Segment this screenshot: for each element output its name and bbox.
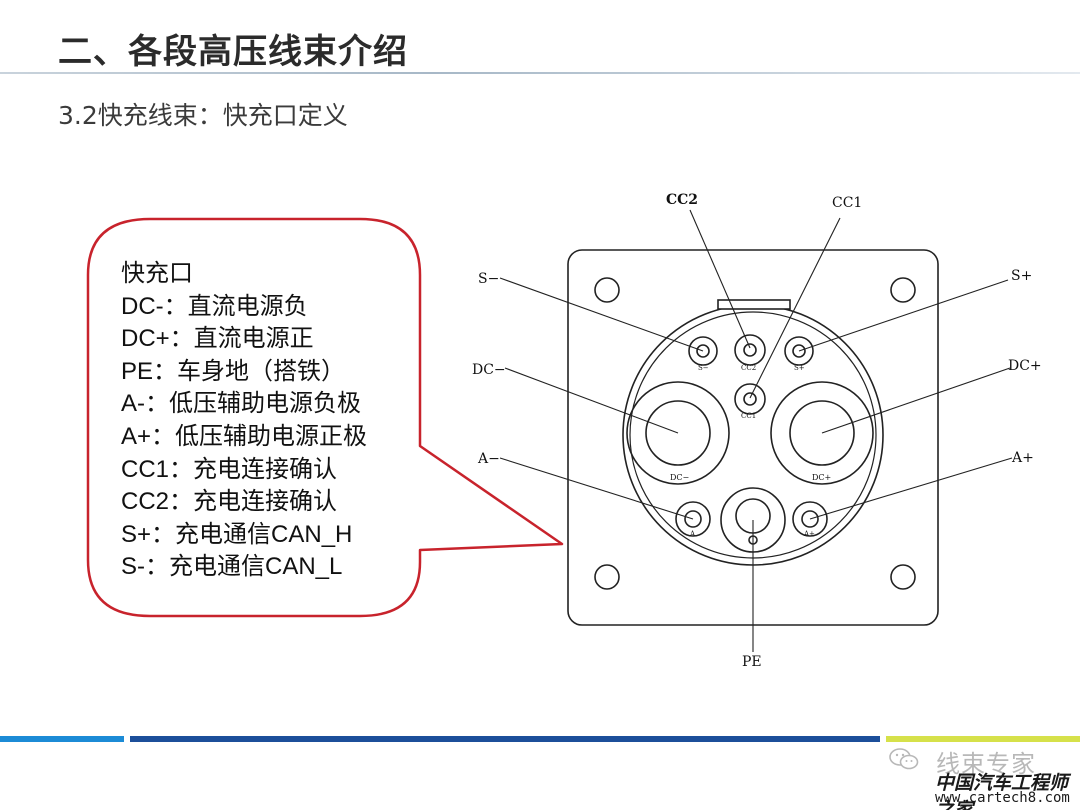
pin-mark-dc-plus: DC+ bbox=[812, 473, 831, 482]
mount-hole-top-right bbox=[890, 277, 916, 303]
watermark-account-name: 线束专家 bbox=[936, 750, 1036, 778]
pin-a-plus bbox=[792, 501, 828, 537]
pin-dc-minus bbox=[626, 381, 730, 485]
pin-cc1 bbox=[734, 383, 766, 415]
fast-charge-port-diagram: CC2 CC1 S− S+ DC− DC+ A− A+ PE S− CC2 S+… bbox=[472, 192, 1042, 670]
page-subtitle: 3.2快充线束：快充口定义 bbox=[58, 101, 348, 130]
legend-item-dc-plus: DC+：直流电源正 bbox=[121, 325, 314, 353]
watermark-url: www.cartech8.com bbox=[935, 790, 1070, 806]
pin-a-minus bbox=[675, 501, 711, 537]
callout-label-s-minus: S− bbox=[478, 271, 499, 287]
wechat-icon bbox=[889, 748, 919, 770]
legend-item-dc-minus: DC-：直流电源负 bbox=[121, 292, 308, 320]
legend-item-a-plus: A+：低压辅助电源正极 bbox=[121, 422, 368, 450]
mount-hole-bottom-right bbox=[890, 564, 916, 590]
callout-label-dc-plus: DC+ bbox=[1008, 358, 1042, 374]
callout-label-cc1: CC1 bbox=[832, 195, 862, 211]
latch-notch bbox=[717, 299, 791, 310]
pin-mark-cc2: CC2 bbox=[741, 364, 756, 372]
pin-cc2 bbox=[734, 334, 766, 366]
pin-s-minus bbox=[688, 336, 718, 366]
pin-mark-cc1: CC1 bbox=[741, 412, 756, 420]
mount-hole-top-left bbox=[594, 277, 620, 303]
legend-item-cc2: CC2：充电连接确认 bbox=[121, 488, 338, 516]
legend-heading: 快充口 bbox=[121, 260, 193, 287]
pin-s-plus bbox=[784, 336, 814, 366]
pin-mark-a-minus: A bbox=[689, 530, 696, 538]
callout-label-s-plus: S+ bbox=[1011, 268, 1032, 284]
legend-item-s-plus: S+：充电通信CAN_H bbox=[121, 520, 353, 548]
footer-bar-blue bbox=[0, 736, 124, 742]
pin-mark-s-plus: S+ bbox=[794, 364, 805, 372]
mount-hole-bottom-left bbox=[594, 564, 620, 590]
callout-leader-lines bbox=[499, 209, 1013, 652]
legend-item-a-minus: A-：低压辅助电源负极 bbox=[121, 390, 361, 418]
pin-mark-s-minus: S− bbox=[698, 364, 709, 372]
watermark-org-name: 中国汽车工程师之家 bbox=[935, 772, 1069, 810]
pin-mark-dc-minus: DC− bbox=[670, 473, 689, 482]
title-divider bbox=[0, 72, 1080, 74]
callout-label-dc-minus: DC− bbox=[472, 362, 506, 378]
legend-item-cc1: CC1：充电连接确认 bbox=[121, 455, 338, 483]
footer-bar-lime bbox=[886, 736, 1080, 742]
pin-definition-list: 快充口 DC-：直流电源负 DC+：直流电源正 PE：车身地（搭铁） A-：低压… bbox=[121, 258, 367, 584]
callout-label-a-minus: A− bbox=[477, 451, 500, 467]
page-title: 二、各段高压线束介绍 bbox=[58, 32, 408, 72]
callout-label-cc2: CC2 bbox=[666, 192, 698, 208]
callout-label-a-plus: A+ bbox=[1011, 450, 1034, 466]
legend-item-s-minus: S-：充电通信CAN_L bbox=[121, 553, 343, 581]
callout-label-pe: PE bbox=[742, 654, 762, 670]
pin-dc-plus bbox=[770, 381, 874, 485]
footer-bar-navy bbox=[130, 736, 880, 742]
pin-mark-a-plus: A+ bbox=[803, 530, 815, 538]
legend-item-pe: PE：车身地（搭铁） bbox=[121, 357, 346, 385]
